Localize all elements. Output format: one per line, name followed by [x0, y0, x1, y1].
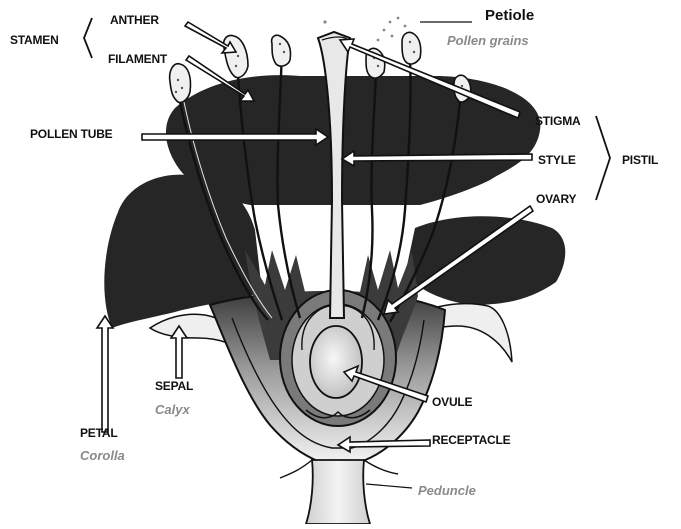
calyx-label: Calyx — [155, 402, 190, 417]
receptacle-label: RECEPTACLE — [432, 433, 511, 447]
filament-label: FILAMENT — [108, 52, 168, 66]
style-label: STYLE — [538, 153, 576, 167]
ovule-label: OVULE — [432, 395, 473, 409]
stamen-brace — [84, 18, 92, 58]
ovary-label: OVARY — [536, 192, 577, 206]
petal-label: PETAL — [80, 426, 117, 440]
sepal-label: SEPAL — [155, 379, 193, 393]
anther-label: ANTHER — [110, 13, 159, 27]
pollen-grains-label: Pollen grains — [447, 33, 529, 48]
peduncle-shape — [306, 460, 370, 524]
diagram-title: Petiole — [485, 7, 534, 24]
petal-right — [405, 216, 565, 305]
pollen-tube-label: POLLEN TUBE — [30, 127, 113, 141]
peduncle-label: Peduncle — [418, 483, 476, 498]
corolla-label: Corolla — [80, 448, 125, 463]
stigma-label: STIGMA — [535, 114, 581, 128]
pistil-label: PISTIL — [622, 153, 658, 167]
stamen-label: STAMEN — [10, 33, 59, 47]
ovule-shape — [310, 326, 362, 398]
pistil-brace — [596, 116, 610, 200]
